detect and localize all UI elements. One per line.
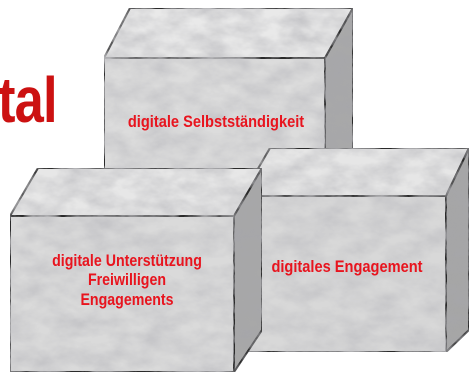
- block-bottom-left-front-face: [9, 215, 235, 373]
- block-bottom-right-label: digitales Engagement: [258, 257, 435, 277]
- block-bottom-left-label: digitale Unterstützung Freiwilligen Enga…: [28, 252, 226, 310]
- title-fragment: tal: [0, 64, 58, 136]
- block-top-label: digitale Selbstständigkeit: [121, 112, 310, 132]
- block-bottom-left-top-face: [8, 167, 264, 217]
- block-top-label-line: digitale Selbstständigkeit: [127, 112, 305, 131]
- block-bottom-left: [8, 164, 264, 374]
- block-bottom-right-label-line: digitales Engagement: [271, 257, 423, 276]
- block-bottom-right: [240, 147, 469, 355]
- block-bottom-left-label-line: digitale Unterstützung: [52, 252, 202, 270]
- block-bottom-left-label-line: Engagements: [80, 290, 174, 309]
- block-bottom-left-label-line: Freiwilligen: [87, 271, 167, 290]
- block-bottom-right-top-face: [240, 147, 469, 197]
- block-top-top-face: [102, 7, 355, 59]
